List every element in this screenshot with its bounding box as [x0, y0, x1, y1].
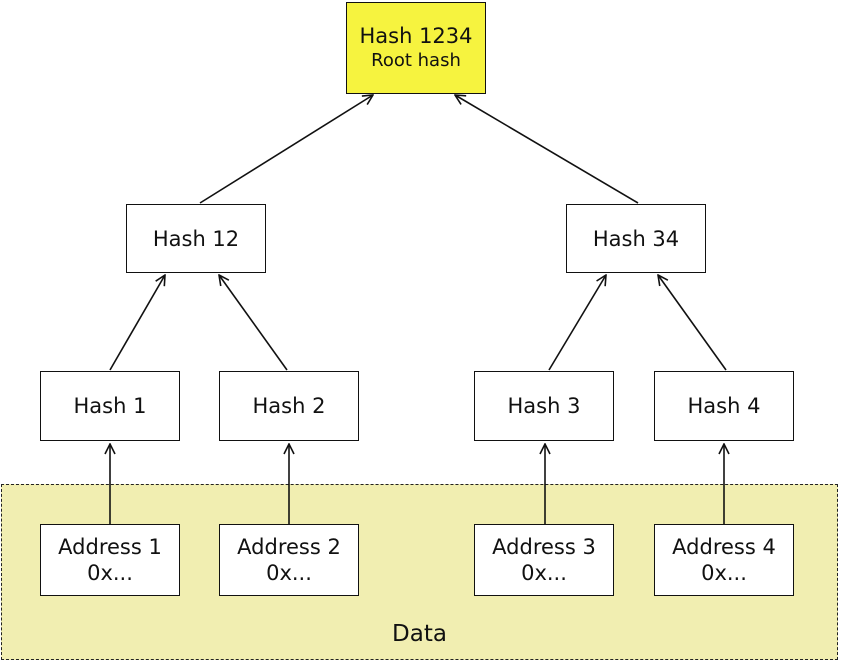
root-hash-node: Hash 1234 Root hash	[346, 2, 486, 94]
hash-1-label: Hash 1	[73, 394, 147, 418]
root-hash-label: Hash 1234	[359, 24, 473, 48]
edge-hash12-to-root	[199, 95, 373, 204]
edge-hash2-to-hash12	[219, 275, 288, 371]
address-4-node: Address 4 0x...	[654, 524, 794, 596]
edge-hash4-to-hash34	[658, 275, 727, 371]
edge-hash34-to-root	[455, 95, 639, 204]
hash-34-label: Hash 34	[592, 226, 680, 251]
root-hash-sublabel: Root hash	[371, 50, 461, 71]
address-2-value: 0x...	[266, 561, 312, 585]
data-region-label: Data	[392, 621, 447, 647]
address-1-value: 0x...	[87, 561, 133, 585]
hash-2-label: Hash 2	[252, 394, 326, 418]
address-2-label: Address 2	[237, 535, 341, 559]
hash-4-label: Hash 4	[687, 394, 761, 418]
address-2-node: Address 2 0x...	[219, 524, 359, 596]
hash-3-label: Hash 3	[507, 394, 581, 418]
address-3-node: Address 3 0x...	[474, 524, 614, 596]
address-1-label: Address 1	[58, 535, 162, 559]
edge-hash3-to-hash34	[548, 275, 606, 371]
hash-4-node: Hash 4	[654, 371, 794, 441]
address-4-value: 0x...	[701, 561, 747, 585]
hash-2-node: Hash 2	[219, 371, 359, 441]
address-1-node: Address 1 0x...	[40, 524, 180, 596]
address-4-label: Address 4	[672, 535, 776, 559]
hash-3-node: Hash 3	[474, 371, 614, 441]
hash-1-node: Hash 1	[40, 371, 180, 441]
address-3-label: Address 3	[492, 535, 596, 559]
hash-12-label: Hash 12	[152, 226, 240, 251]
hash-34-node: Hash 34	[566, 204, 706, 273]
edge-hash1-to-hash12	[109, 275, 165, 371]
address-3-value: 0x...	[521, 561, 567, 585]
hash-12-node: Hash 12	[126, 204, 266, 273]
